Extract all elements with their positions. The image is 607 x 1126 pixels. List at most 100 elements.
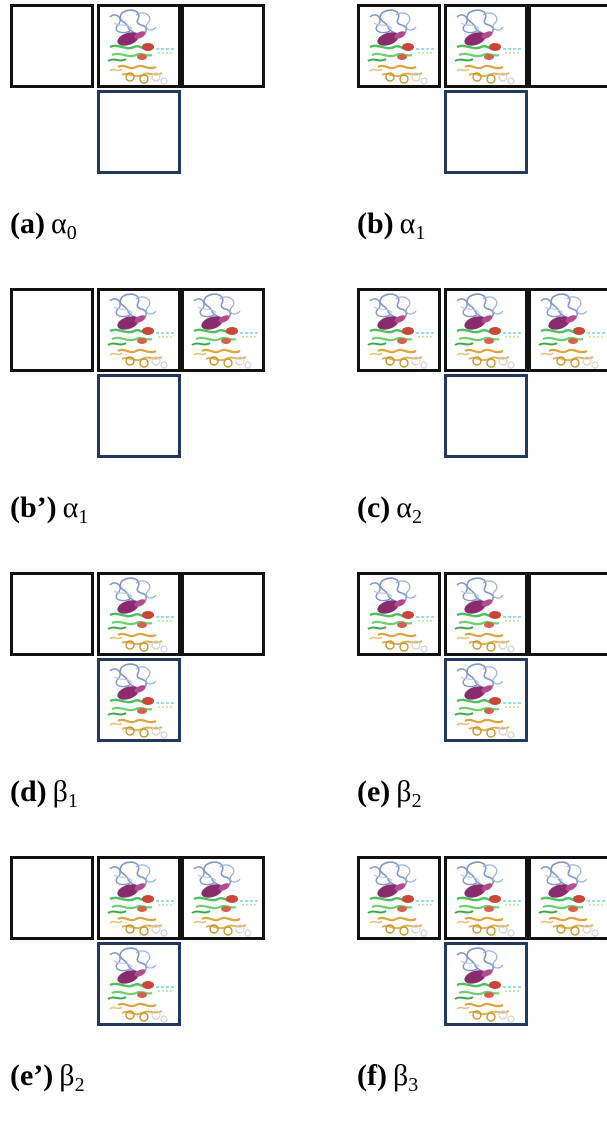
cell-grid bbox=[357, 572, 607, 752]
panel-5: (d)β1 bbox=[10, 572, 270, 842]
panel-4: (c)α2 bbox=[357, 288, 607, 558]
panel-label: (f) bbox=[357, 1059, 387, 1092]
panel-symbol: β bbox=[396, 775, 412, 808]
cell-grid bbox=[357, 288, 607, 468]
panel-subscript: 1 bbox=[415, 222, 426, 244]
panel-symbol: β bbox=[392, 1059, 409, 1092]
cell-bottom bbox=[444, 658, 528, 742]
cell-bottom bbox=[97, 90, 181, 174]
panel-symbol: α bbox=[399, 207, 416, 240]
cell-center bbox=[97, 4, 181, 88]
panel-caption: (c)α2 bbox=[357, 491, 422, 529]
protein-structure-image bbox=[100, 575, 178, 653]
panel-1: (a)α0 bbox=[10, 4, 270, 274]
cell-left bbox=[10, 572, 94, 656]
cell-left bbox=[357, 572, 441, 656]
protein-structure-image bbox=[360, 291, 438, 369]
cell-center bbox=[444, 288, 528, 372]
protein-structure-image bbox=[447, 291, 525, 369]
protein-structure-image bbox=[360, 859, 438, 937]
cell-right bbox=[528, 288, 607, 372]
cell-center bbox=[444, 856, 528, 940]
panel-subscript: 1 bbox=[67, 790, 78, 812]
cell-right bbox=[528, 856, 607, 940]
panel-subscript: 3 bbox=[408, 1074, 419, 1096]
cell-center bbox=[97, 856, 181, 940]
panel-symbol: α bbox=[396, 491, 413, 524]
panel-subscript: 1 bbox=[78, 506, 89, 528]
protein-structure-image bbox=[184, 859, 262, 937]
protein-structure-image bbox=[360, 7, 438, 85]
protein-structure-image bbox=[184, 291, 262, 369]
cell-bottom bbox=[97, 374, 181, 458]
protein-structure-image bbox=[100, 859, 178, 937]
protein-structure-image bbox=[531, 291, 607, 369]
protein-structure-image bbox=[447, 7, 525, 85]
cell-grid bbox=[357, 4, 607, 184]
cell-right bbox=[181, 4, 265, 88]
panel-symbol: α bbox=[50, 207, 67, 240]
cell-bottom bbox=[444, 374, 528, 458]
cell-bottom bbox=[97, 658, 181, 742]
panel-label: (b’) bbox=[10, 491, 57, 524]
panel-caption: (b’)α1 bbox=[10, 491, 88, 529]
panel-subscript: 0 bbox=[66, 222, 77, 244]
cell-left bbox=[357, 856, 441, 940]
protein-structure-image bbox=[360, 575, 438, 653]
cell-left bbox=[357, 4, 441, 88]
cell-left bbox=[357, 288, 441, 372]
panel-caption: (e’)β2 bbox=[10, 1059, 85, 1097]
cell-right bbox=[181, 572, 265, 656]
protein-structure-image bbox=[447, 575, 525, 653]
cell-grid bbox=[10, 572, 270, 752]
panel-label: (e’) bbox=[10, 1059, 54, 1092]
cell-grid bbox=[10, 288, 270, 468]
panel-6: (e)β2 bbox=[357, 572, 607, 842]
cell-right bbox=[528, 572, 607, 656]
cell-bottom bbox=[444, 942, 528, 1026]
protein-structure-image bbox=[100, 661, 178, 739]
panel-caption: (f)β3 bbox=[357, 1059, 418, 1097]
panel-8: (f)β3 bbox=[357, 856, 607, 1126]
panel-label: (b) bbox=[357, 207, 394, 240]
panel-caption: (e)β2 bbox=[357, 775, 422, 813]
panel-label: (d) bbox=[10, 775, 47, 808]
panel-subscript: 2 bbox=[74, 1074, 85, 1096]
panel-subscript: 2 bbox=[412, 506, 423, 528]
panel-7: (e’)β2 bbox=[10, 856, 270, 1126]
panel-caption: (a)α0 bbox=[10, 207, 77, 245]
panel-symbol: β bbox=[52, 775, 68, 808]
cell-right bbox=[528, 4, 607, 88]
cell-left bbox=[10, 288, 94, 372]
cell-grid bbox=[10, 4, 270, 184]
panel-symbol: β bbox=[59, 1059, 75, 1092]
panel-label: (c) bbox=[357, 491, 391, 524]
protein-structure-image bbox=[100, 291, 178, 369]
cell-right bbox=[181, 288, 265, 372]
protein-structure-image bbox=[447, 661, 525, 739]
cell-center bbox=[444, 4, 528, 88]
cell-bottom bbox=[444, 90, 528, 174]
panel-label: (e) bbox=[357, 775, 391, 808]
panel-subscript: 2 bbox=[411, 790, 422, 812]
cell-grid bbox=[10, 856, 270, 1036]
protein-structure-image bbox=[531, 859, 607, 937]
cell-right bbox=[181, 856, 265, 940]
protein-structure-image bbox=[100, 945, 178, 1023]
panel-caption: (d)β1 bbox=[10, 775, 78, 813]
panel-2: (b)α1 bbox=[357, 4, 607, 274]
protein-structure-image bbox=[447, 859, 525, 937]
panel-symbol: α bbox=[62, 491, 79, 524]
cell-center bbox=[444, 572, 528, 656]
cell-left bbox=[10, 4, 94, 88]
panel-caption: (b)α1 bbox=[357, 207, 425, 245]
protein-structure-image bbox=[447, 945, 525, 1023]
cell-bottom bbox=[97, 942, 181, 1026]
protein-structure-image bbox=[100, 7, 178, 85]
panel-label: (a) bbox=[10, 207, 45, 240]
cell-left bbox=[10, 856, 94, 940]
cell-grid bbox=[357, 856, 607, 1036]
panel-3: (b’)α1 bbox=[10, 288, 270, 558]
cell-center bbox=[97, 572, 181, 656]
cell-center bbox=[97, 288, 181, 372]
